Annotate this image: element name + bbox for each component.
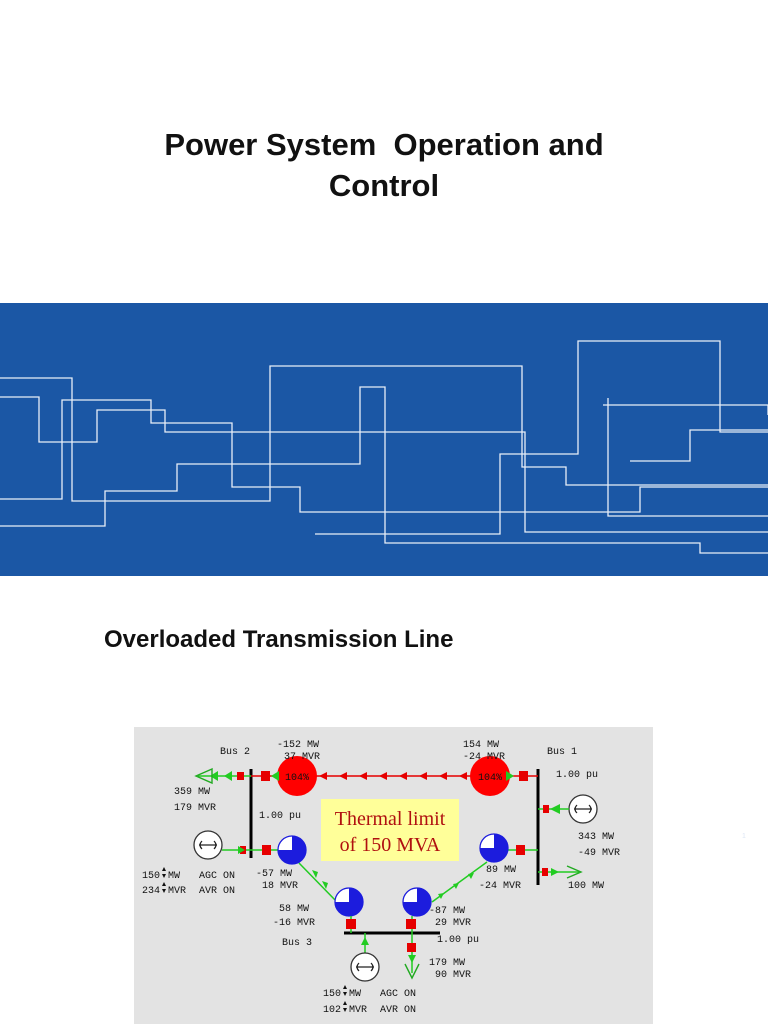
generator-symbol-icon bbox=[574, 804, 592, 814]
pie-fill bbox=[403, 888, 431, 916]
line-1-2-right-percent: 104% bbox=[478, 773, 502, 784]
breaker-bus3-line-1-3[interactable] bbox=[406, 919, 416, 929]
bus-3-load-mvr: 90 MVR bbox=[435, 970, 471, 981]
generator-symbol-icon bbox=[356, 962, 374, 972]
breaker-bus2-line-2-3[interactable] bbox=[262, 845, 271, 855]
breaker-bus1-line-1-3[interactable] bbox=[516, 845, 525, 855]
pie-fill bbox=[278, 836, 306, 864]
line-2-3-bottom-mvr: -16 MVR bbox=[273, 918, 315, 929]
thermal-limit-line-2: of 150 MVA bbox=[340, 834, 441, 856]
flow-arrow-icon bbox=[322, 881, 328, 889]
bus-3-voltage: 1.00 pu bbox=[437, 935, 479, 946]
flow-arrow-icon bbox=[238, 846, 245, 854]
bus-3-gen-mw-unit: MW bbox=[349, 989, 361, 1000]
line-2-3[interactable] bbox=[298, 862, 338, 903]
breaker-bus1-line-1-2[interactable] bbox=[519, 771, 528, 781]
bus-2-load-mw: 359 MW bbox=[174, 787, 210, 798]
line-1-2-left-percent: 104% bbox=[285, 773, 309, 784]
flow-arrow-icon bbox=[361, 937, 369, 945]
bus-3-avr-status[interactable]: AVR ON bbox=[380, 1005, 416, 1016]
bus-3-gen-mvr-spinner-icon[interactable] bbox=[343, 1001, 347, 1012]
pie-fill bbox=[480, 834, 508, 862]
thermal-limit-line-1: Thermal limit bbox=[335, 808, 446, 830]
bus-1-gen-mvr: -49 MVR bbox=[578, 848, 620, 859]
bus-3-gen-mvr-unit: MVR bbox=[349, 1005, 367, 1016]
bus-3-gen-mvr[interactable]: 102 bbox=[323, 1005, 341, 1016]
flow-arrows-line-1-2 bbox=[319, 772, 467, 780]
bus-2-gen-mw[interactable]: 150 bbox=[142, 871, 160, 882]
page-number: 1 bbox=[742, 833, 746, 840]
line-1-2-right-mvr: -24 MVR bbox=[463, 752, 505, 763]
overload-indicator-right[interactable] bbox=[470, 756, 510, 796]
flow-arrow-icon bbox=[210, 771, 218, 781]
bus-2-agc-status[interactable]: AGC ON bbox=[199, 871, 235, 882]
bus-1-load-arrow-icon bbox=[566, 865, 583, 879]
flow-arrow-icon bbox=[550, 804, 560, 814]
breaker-bus1-gen[interactable] bbox=[543, 805, 549, 813]
decorative-banner: 1 bbox=[0, 303, 768, 840]
breaker-bus1-load[interactable] bbox=[542, 868, 548, 876]
line-2-3-top-mvr: 18 MVR bbox=[262, 881, 298, 892]
bus-2-gen-mw-unit: MW bbox=[168, 871, 180, 882]
line-1-3-bottom-mw: -87 MW bbox=[429, 906, 465, 917]
flow-arrow-icon bbox=[453, 883, 459, 889]
bus-2-avr-status[interactable]: AVR ON bbox=[199, 886, 235, 897]
flow-arrow-icon bbox=[271, 771, 279, 781]
bus-2-voltage: 1.00 pu bbox=[259, 811, 301, 822]
line-1-3-bottom-mvr: 29 MVR bbox=[435, 918, 471, 929]
flow-arrow-icon bbox=[438, 893, 444, 899]
bus-1-label: Bus 1 bbox=[547, 747, 577, 758]
power-system-one-line: 104% 104% Bus 2 359 MW 179 MVR 1.00 pu 1… bbox=[142, 740, 620, 1016]
bus-3-gen-mw-spinner-icon[interactable] bbox=[343, 985, 347, 996]
bus-2-load-arrow-icon bbox=[194, 767, 213, 785]
generator-symbol-icon bbox=[199, 840, 217, 850]
slide-title-line-1: Power System Operation and bbox=[164, 127, 604, 162]
section-title: Overloaded Transmission Line bbox=[104, 626, 454, 653]
bus-2-gen-mvr-spinner-icon[interactable] bbox=[162, 882, 166, 893]
bus-2-load-mvr: 179 MVR bbox=[174, 803, 216, 814]
breaker-bus3-load[interactable] bbox=[407, 943, 416, 952]
flow-arrow-icon bbox=[224, 771, 232, 781]
bus-2-gen-mvr[interactable]: 234 bbox=[142, 886, 160, 897]
line-1-2-left-mvr: 37 MVR bbox=[284, 752, 320, 763]
breaker-bus2-line-1-2[interactable] bbox=[261, 771, 270, 781]
bus-2-gen-mw-spinner-icon[interactable] bbox=[162, 867, 166, 878]
bus-3-load-mw: 179 MW bbox=[429, 958, 465, 969]
one-line-diagram: 104% 104% Bus 2 359 MW 179 MVR 1.00 pu 1… bbox=[134, 727, 653, 1024]
line-2-3-bottom-mw: 58 MW bbox=[279, 904, 309, 915]
breaker-group-line-1-2 bbox=[261, 771, 528, 781]
bus-2-label: Bus 2 bbox=[220, 747, 250, 758]
flow-arrow-icon bbox=[312, 870, 318, 878]
slide-title-line-2: Control bbox=[328, 168, 440, 203]
flow-arrow-icon bbox=[408, 955, 416, 963]
breaker-bus3-line-2-3[interactable] bbox=[346, 919, 356, 929]
breaker-bus2-load[interactable] bbox=[237, 772, 244, 780]
bus-1-load-mw: 100 MW bbox=[568, 881, 604, 892]
bus-1-gen-mw: 343 MW bbox=[578, 832, 614, 843]
line-1-2-right-mw: 154 MW bbox=[463, 740, 499, 751]
line-1-3-top-mw: 89 MW bbox=[486, 865, 516, 876]
flow-arrow-icon bbox=[468, 873, 474, 879]
bus-3-gen-mw[interactable]: 150 bbox=[323, 989, 341, 1000]
line-1-3-top-mvr: -24 MVR bbox=[479, 881, 521, 892]
flow-arrow-icon bbox=[551, 868, 559, 876]
line-1-2-left-mw: -152 MW bbox=[277, 740, 319, 751]
flow-arrow-icon bbox=[506, 771, 514, 781]
slide-title: Power System Operation and Control bbox=[0, 124, 768, 206]
bus-3-label: Bus 3 bbox=[282, 938, 312, 949]
overload-indicator-left[interactable] bbox=[277, 756, 317, 796]
bus-3-agc-status[interactable]: AGC ON bbox=[380, 989, 416, 1000]
bus-2-gen-mvr-unit: MVR bbox=[168, 886, 186, 897]
pie-fill bbox=[335, 888, 363, 916]
thermal-limit-note bbox=[321, 799, 459, 861]
bus-3-load-arrow-icon bbox=[404, 963, 420, 980]
circuit-lines-graphic bbox=[0, 340, 768, 554]
line-2-3-top-mw: -57 MW bbox=[256, 869, 292, 880]
bus-1-voltage: 1.00 pu bbox=[556, 770, 598, 781]
